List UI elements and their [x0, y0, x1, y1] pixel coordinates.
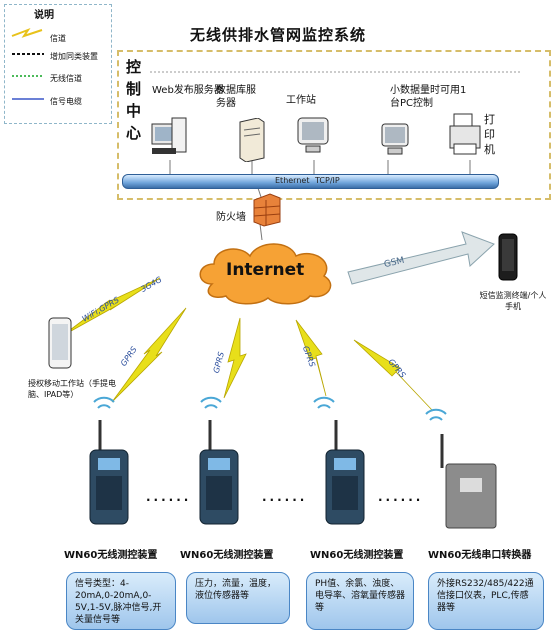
- lightning-gprs-4-icon: [353, 339, 433, 411]
- phone-label: 短信监测终端/个人手机: [479, 291, 547, 311]
- legend-box: [4, 4, 112, 124]
- wn60-serial-converter-icon: [440, 434, 497, 529]
- device-2-name: WN60无线测控装置: [180, 550, 274, 561]
- workstation-label: 工作站: [286, 95, 316, 106]
- signal-icon-3: [313, 396, 335, 409]
- lightning-symbol-icon: [11, 27, 43, 38]
- device-1-name: WN60无线测控装置: [64, 550, 158, 561]
- internet-label: Internet: [226, 260, 305, 280]
- device-2-info: 压力，流量，温度，液位传感器等: [186, 572, 290, 624]
- ethernet-bus: [122, 174, 499, 189]
- lightning-gprs-1-icon: [111, 307, 187, 403]
- gsm-arrow-icon: [347, 231, 495, 285]
- web-server-label: Web发布服务器: [152, 85, 224, 96]
- legend-title: 说明: [34, 10, 54, 21]
- db-server-label: 数据库服务器: [216, 85, 256, 109]
- firewall-icon: [253, 193, 281, 227]
- database-server-icon: [239, 118, 265, 162]
- legend-item-cable: 信号电缆: [50, 97, 82, 106]
- device-3-name: WN60无线测控装置: [310, 550, 404, 561]
- firewall-label: 防火墙: [216, 212, 246, 223]
- device-4-info: 外接RS232/485/422通信接口仪表，PLC,传感器等: [428, 572, 544, 630]
- signal-icon-2: [200, 396, 222, 409]
- legend-item-channel: 信道: [50, 34, 66, 43]
- printer-icon: [449, 113, 481, 155]
- legend-item-wireless: 无线信道: [50, 74, 82, 83]
- signal-icon-4: [425, 408, 447, 421]
- lightning-wifi-icon: [61, 277, 161, 337]
- legend-item-add-device: 增加同类装置: [50, 52, 98, 61]
- wn60-device-1-icon: [89, 420, 129, 525]
- web-server-icon: [151, 117, 187, 154]
- device-1-info: 信号类型：4-20mA,0-20mA,0-5V,1-5V,脉冲信号,开关量信号等: [66, 572, 176, 630]
- lightning-gprs-3-icon: [295, 319, 327, 397]
- wn60-device-2-icon: [199, 420, 239, 525]
- tablet-icon: [48, 317, 72, 369]
- workstation-icon: [297, 117, 329, 153]
- internet-cloud-icon: [199, 243, 332, 305]
- dots-2: ......: [262, 490, 308, 504]
- wn60-device-3-icon: [325, 420, 365, 525]
- page-title: 无线供排水管网监控系统: [190, 26, 367, 44]
- dots-3: ......: [378, 490, 424, 504]
- bus-tcpip-label: TCP/IP: [315, 176, 340, 185]
- device-3-info: PH值、余氯、浊度、电导率、溶氧量传感器等: [306, 572, 414, 630]
- control-center-box: [117, 50, 551, 200]
- bus-ethernet-label: Ethernet: [275, 176, 310, 185]
- mobile-station-label: 授权移动工作站（手提电脑、IPAD等）: [28, 379, 116, 399]
- dots-1: ......: [146, 490, 192, 504]
- legend-symbols: [11, 27, 44, 100]
- device-4-name: WN60无线串口转换器: [428, 550, 532, 561]
- printer-label: 打印机: [484, 113, 495, 156]
- pc-label: 小数据量时可用1台PC控制: [390, 85, 467, 109]
- signal-icon-1: [93, 396, 115, 409]
- mobile-phone-icon: [498, 233, 518, 281]
- lightning-gprs-2-icon: [223, 317, 247, 399]
- pc-icon: [381, 123, 409, 155]
- control-center-label: 控制中心: [126, 58, 142, 142]
